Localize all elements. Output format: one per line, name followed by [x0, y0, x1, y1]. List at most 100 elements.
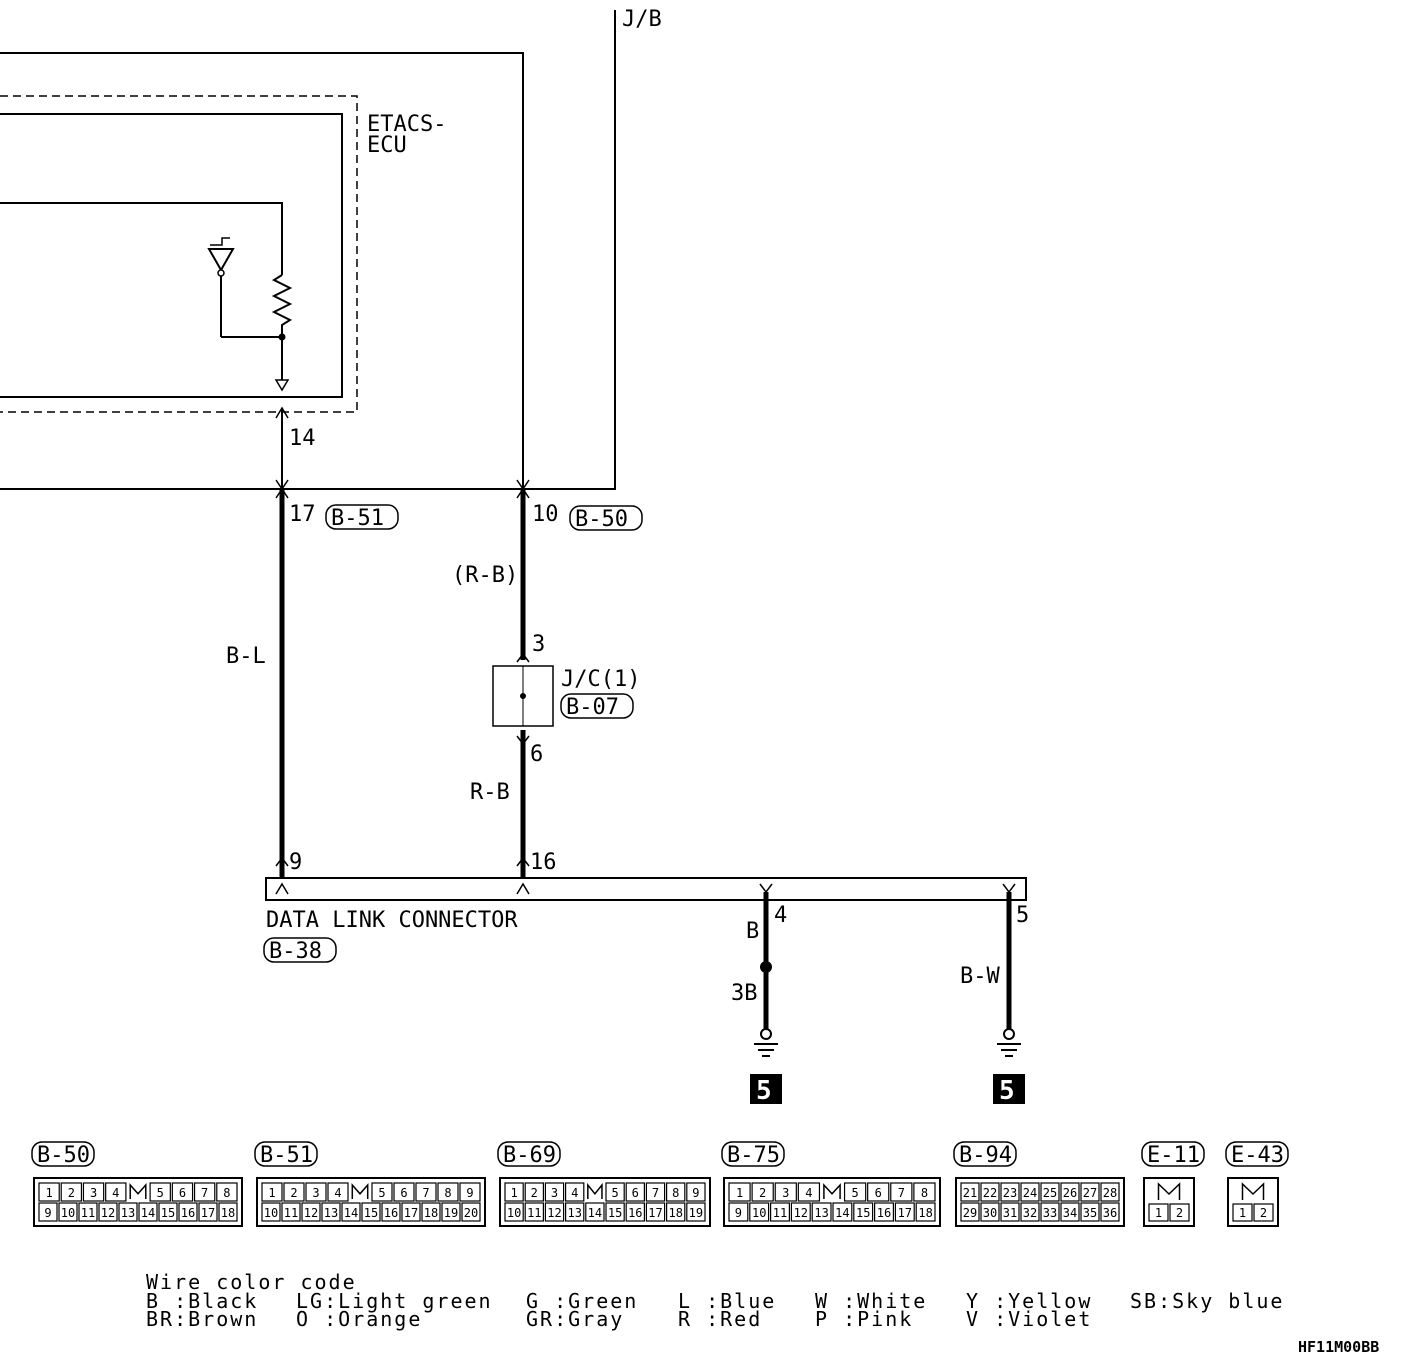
connector-pin-cell	[361, 1202, 381, 1222]
connector-pin-cell	[915, 1202, 936, 1222]
connector-pin-cell	[867, 1182, 890, 1202]
connector-pin-number: 4	[112, 1186, 119, 1200]
connector-pin-number: 11	[81, 1206, 95, 1220]
wire-b-label: B	[746, 919, 759, 944]
wire-rb-label: R-B	[470, 780, 510, 805]
connector-pin-number: 5	[378, 1186, 385, 1200]
connector-pin-number: 10	[752, 1206, 766, 1220]
wire-color-code-title: Wire color code	[146, 1270, 357, 1294]
color-code-r: R :Red	[678, 1307, 762, 1331]
pin-9-terminal	[275, 856, 289, 867]
connector-pin-cell	[645, 1182, 666, 1202]
connector-body	[256, 1177, 486, 1227]
connector-pin-cell	[544, 1202, 565, 1222]
connector-id-label: E-43	[1231, 1143, 1284, 1168]
connector-pin-number: 8	[672, 1186, 679, 1200]
connector-pin-cell	[749, 1202, 770, 1222]
connector-id-label: B-75	[727, 1143, 780, 1168]
pin-14-label: 14	[289, 426, 316, 451]
connector-pin-cell	[441, 1202, 461, 1222]
internal-ground-arrow	[274, 379, 290, 392]
connector-pin-number: 12	[547, 1206, 561, 1220]
connector-pin-number: 15	[608, 1206, 622, 1220]
connector-pin-cell	[728, 1202, 749, 1222]
connector-pin-cell	[193, 1182, 216, 1202]
connector-pin-number: 7	[422, 1186, 429, 1200]
connector-pin-cell	[118, 1202, 138, 1222]
connector-pin-number: 17	[648, 1206, 662, 1220]
connector-pin-number: 14	[141, 1206, 155, 1220]
connector-pin-cell	[305, 1182, 327, 1202]
connector-pin-number: 6	[179, 1186, 186, 1200]
connector-pin-number: 1	[268, 1186, 275, 1200]
connector-pin-cell	[138, 1202, 158, 1222]
connector-badge	[953, 1141, 1017, 1167]
connector-pin-cell	[198, 1202, 218, 1222]
connector-pin-number: 9	[692, 1186, 699, 1200]
connector-pin-cell	[625, 1182, 646, 1202]
connector-pin-number: 7	[652, 1186, 659, 1200]
connector-body	[33, 1177, 243, 1227]
connector-pin-number: 15	[161, 1206, 175, 1220]
connector-key-icon	[823, 1183, 841, 1199]
connector-pin-number: 2	[290, 1186, 297, 1200]
pin-5-label: 5	[1016, 903, 1029, 928]
connector-pin-cell	[665, 1202, 686, 1222]
connector-pin-number: 10	[264, 1206, 278, 1220]
connector-pin-number: 18	[221, 1206, 235, 1220]
connector-pin-cell	[178, 1202, 198, 1222]
dlc-pin-5-socket	[1002, 883, 1016, 894]
connector-pin-cell	[811, 1202, 832, 1222]
connector-pin-number: 22	[983, 1186, 997, 1200]
connector-pin-cell	[158, 1202, 178, 1222]
connector-pin-cell	[585, 1202, 605, 1222]
connector-pin-number: 11	[527, 1206, 541, 1220]
connector-pin-number: 6	[632, 1186, 639, 1200]
color-code-l: L :Blue	[678, 1289, 776, 1313]
connector-pin-cell	[78, 1202, 98, 1222]
connector-pin-number: 28	[1103, 1186, 1117, 1200]
connector-pin-cell	[686, 1202, 706, 1222]
ground-ref-2: 5	[999, 1076, 1015, 1106]
pin-16-terminal	[516, 856, 530, 867]
connector-pin-cell	[105, 1182, 127, 1202]
etacs-ecu-outline	[0, 95, 358, 413]
conn-b38-label: B-38	[269, 939, 322, 964]
connector-pin-cell	[321, 1202, 341, 1222]
dlc-pin-16-socket	[516, 882, 530, 895]
connector-pin-number: 9	[466, 1186, 473, 1200]
connector-pin-number: 32	[1023, 1206, 1037, 1220]
connector-pin-cell	[38, 1202, 58, 1222]
connector-pin-number: 26	[1063, 1186, 1077, 1200]
connector-pin-cell	[790, 1202, 811, 1222]
connector-pin-cell	[797, 1182, 821, 1202]
connector-badge	[497, 1141, 561, 1167]
connector-pin-cell	[461, 1202, 481, 1222]
connector-pin-number: 21	[963, 1186, 977, 1200]
color-code-br: BR:Brown	[146, 1307, 258, 1331]
etacs-label-line2: ECU	[367, 133, 407, 158]
connector-body	[723, 1177, 941, 1227]
connector-pin-number: 3	[782, 1186, 789, 1200]
connector-pin-cell	[421, 1202, 441, 1222]
connector-pin-cell	[1080, 1182, 1100, 1202]
connector-pin-cell	[58, 1202, 78, 1222]
connector-pin-number: 27	[1083, 1186, 1097, 1200]
connector-pin-cell	[341, 1202, 361, 1222]
connector-pin-cell	[371, 1182, 393, 1202]
connector-key-icon	[1157, 1182, 1181, 1200]
connector-pin-cell	[149, 1182, 171, 1202]
connector-id-label: B-51	[260, 1143, 313, 1168]
connector-pin-cell	[437, 1182, 459, 1202]
connector-id-label: B-94	[959, 1143, 1012, 1168]
conn-b38-badge	[263, 937, 337, 963]
conn-b50-badge	[569, 505, 643, 531]
color-code-w: W :White	[815, 1289, 927, 1313]
connector-pin-cell	[283, 1182, 305, 1202]
connector-pin-number: 1	[510, 1186, 517, 1200]
connector-pin-cell	[751, 1182, 774, 1202]
connector-pin-number: 8	[444, 1186, 451, 1200]
